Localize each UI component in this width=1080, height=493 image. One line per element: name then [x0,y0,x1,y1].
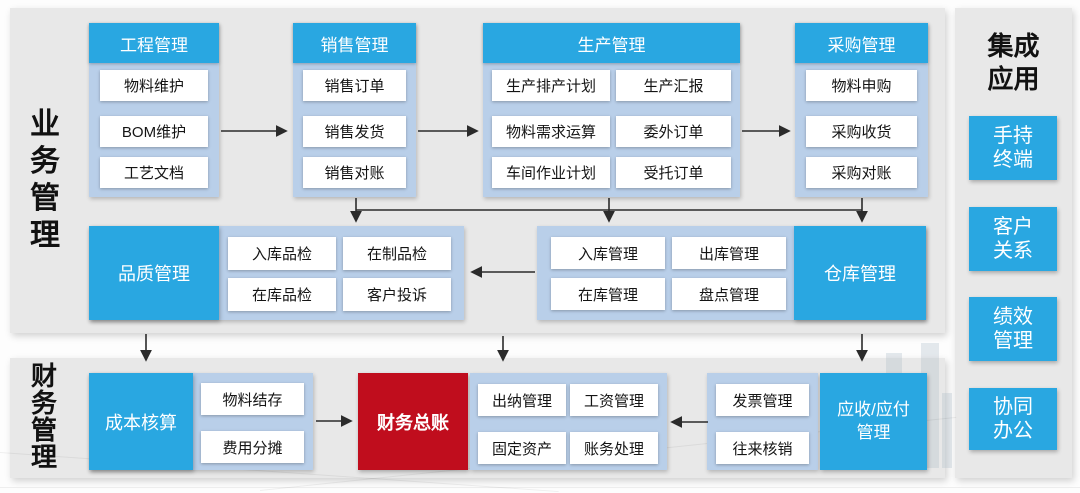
app-handheld-terminal: 手持 终端 [969,116,1057,180]
module-box-purchase-receiving: 采购收货 [806,116,917,147]
purchasing-header: 采购管理 [795,23,928,63]
module-box-accounting-processing: 账务处理 [570,432,658,464]
module-box-inbound-management: 入库管理 [551,237,665,269]
integration-title: 集成 应用 [987,31,1040,94]
group-sales: 销售管理 销售订单 销售发货 销售对账 [293,23,416,197]
finance-management-label: 财务管理 [30,361,57,472]
module-box-inprocess-inspection: 在制品检 [343,237,451,270]
production-header: 生产管理 [483,23,740,63]
app-customer-relationship: 客户 关系 [969,207,1057,271]
group-engineering: 工程管理 物料维护 BOM维护 工艺文档 [89,23,219,197]
module-box-sales-reconciliation: 销售对账 [303,157,406,188]
module-box-stocktaking: 盘点管理 [672,278,786,310]
baseline [0,487,1080,488]
module-box-production-report: 生产汇报 [616,70,731,101]
module-box-payroll-management: 工资管理 [570,384,658,416]
group-production: 生产管理 生产排产计划 物料需求运算 车间作业计划 生产汇报 委外订单 受托订单 [483,23,740,197]
module-box-outbound-management: 出库管理 [672,237,786,269]
module-box-sales-delivery: 销售发货 [303,116,406,147]
module-box-purchase-reconciliation: 采购对账 [806,157,917,188]
warehouse-management-box: 仓库管理 [794,226,926,320]
module-box-process-document: 工艺文档 [100,157,208,188]
module-box-current-writeoff: 往来核销 [716,432,809,464]
module-box-sales-order: 销售订单 [303,70,406,101]
quality-management-box: 品质管理 [89,226,219,320]
app-collaborative-office: 协同 办公 [969,388,1057,450]
sales-header: 销售管理 [293,23,416,63]
module-box-mrp-calculation: 物料需求运算 [492,116,610,147]
group-cost: 成本核算 物料结存 费用分摊 [89,373,313,470]
module-box-invoice-management: 发票管理 [716,384,809,416]
module-box-material-maintenance: 物料维护 [100,70,208,101]
group-cashier: 出纳管理 工资管理 固定资产 账务处理 [470,373,667,470]
ar-ap-management-box: 应收/应付 管理 [820,373,927,470]
module-box-material-requisition: 物料申购 [806,70,917,101]
group-invoice: 发票管理 往来核销 [707,373,818,470]
app-performance-management: 绩效 管理 [969,297,1057,361]
group-purchasing: 采购管理 物料申购 采购收货 采购对账 [795,23,928,197]
module-box-fixed-assets: 固定资产 [478,432,566,464]
module-box-material-balance: 物料结存 [201,383,304,415]
group-quality: 品质管理 入库品检 在制品检 在库品检 客户投诉 [89,226,464,320]
business-management-label: 业务管理 [30,108,60,252]
module-box-stock-management: 在库管理 [551,278,665,310]
module-box-expense-allocation: 费用分摊 [201,431,304,463]
module-box-incoming-inspection: 入库品检 [228,237,336,270]
group-warehouse: 入库管理 出库管理 在库管理 盘点管理 仓库管理 [537,226,926,320]
general-ledger-box: 财务总账 [358,373,468,470]
module-box-stock-inspection: 在库品检 [228,278,336,311]
module-box-cashier-management: 出纳管理 [478,384,566,416]
module-box-bom-maintenance: BOM维护 [100,116,208,147]
engineering-header: 工程管理 [89,23,219,63]
cost-accounting-box: 成本核算 [89,373,193,470]
module-box-outsourcing-order: 委外订单 [616,116,731,147]
module-box-shopfloor-plan: 车间作业计划 [492,157,610,188]
module-box-customer-complaint: 客户投诉 [343,278,451,311]
module-box-consignment-order: 受托订单 [616,157,731,188]
module-box-production-scheduling: 生产排产计划 [492,70,610,101]
integration-panel-content: 集成 应用 手持 终端 客户 关系 绩效 管理 协同 办公 [955,8,1072,478]
